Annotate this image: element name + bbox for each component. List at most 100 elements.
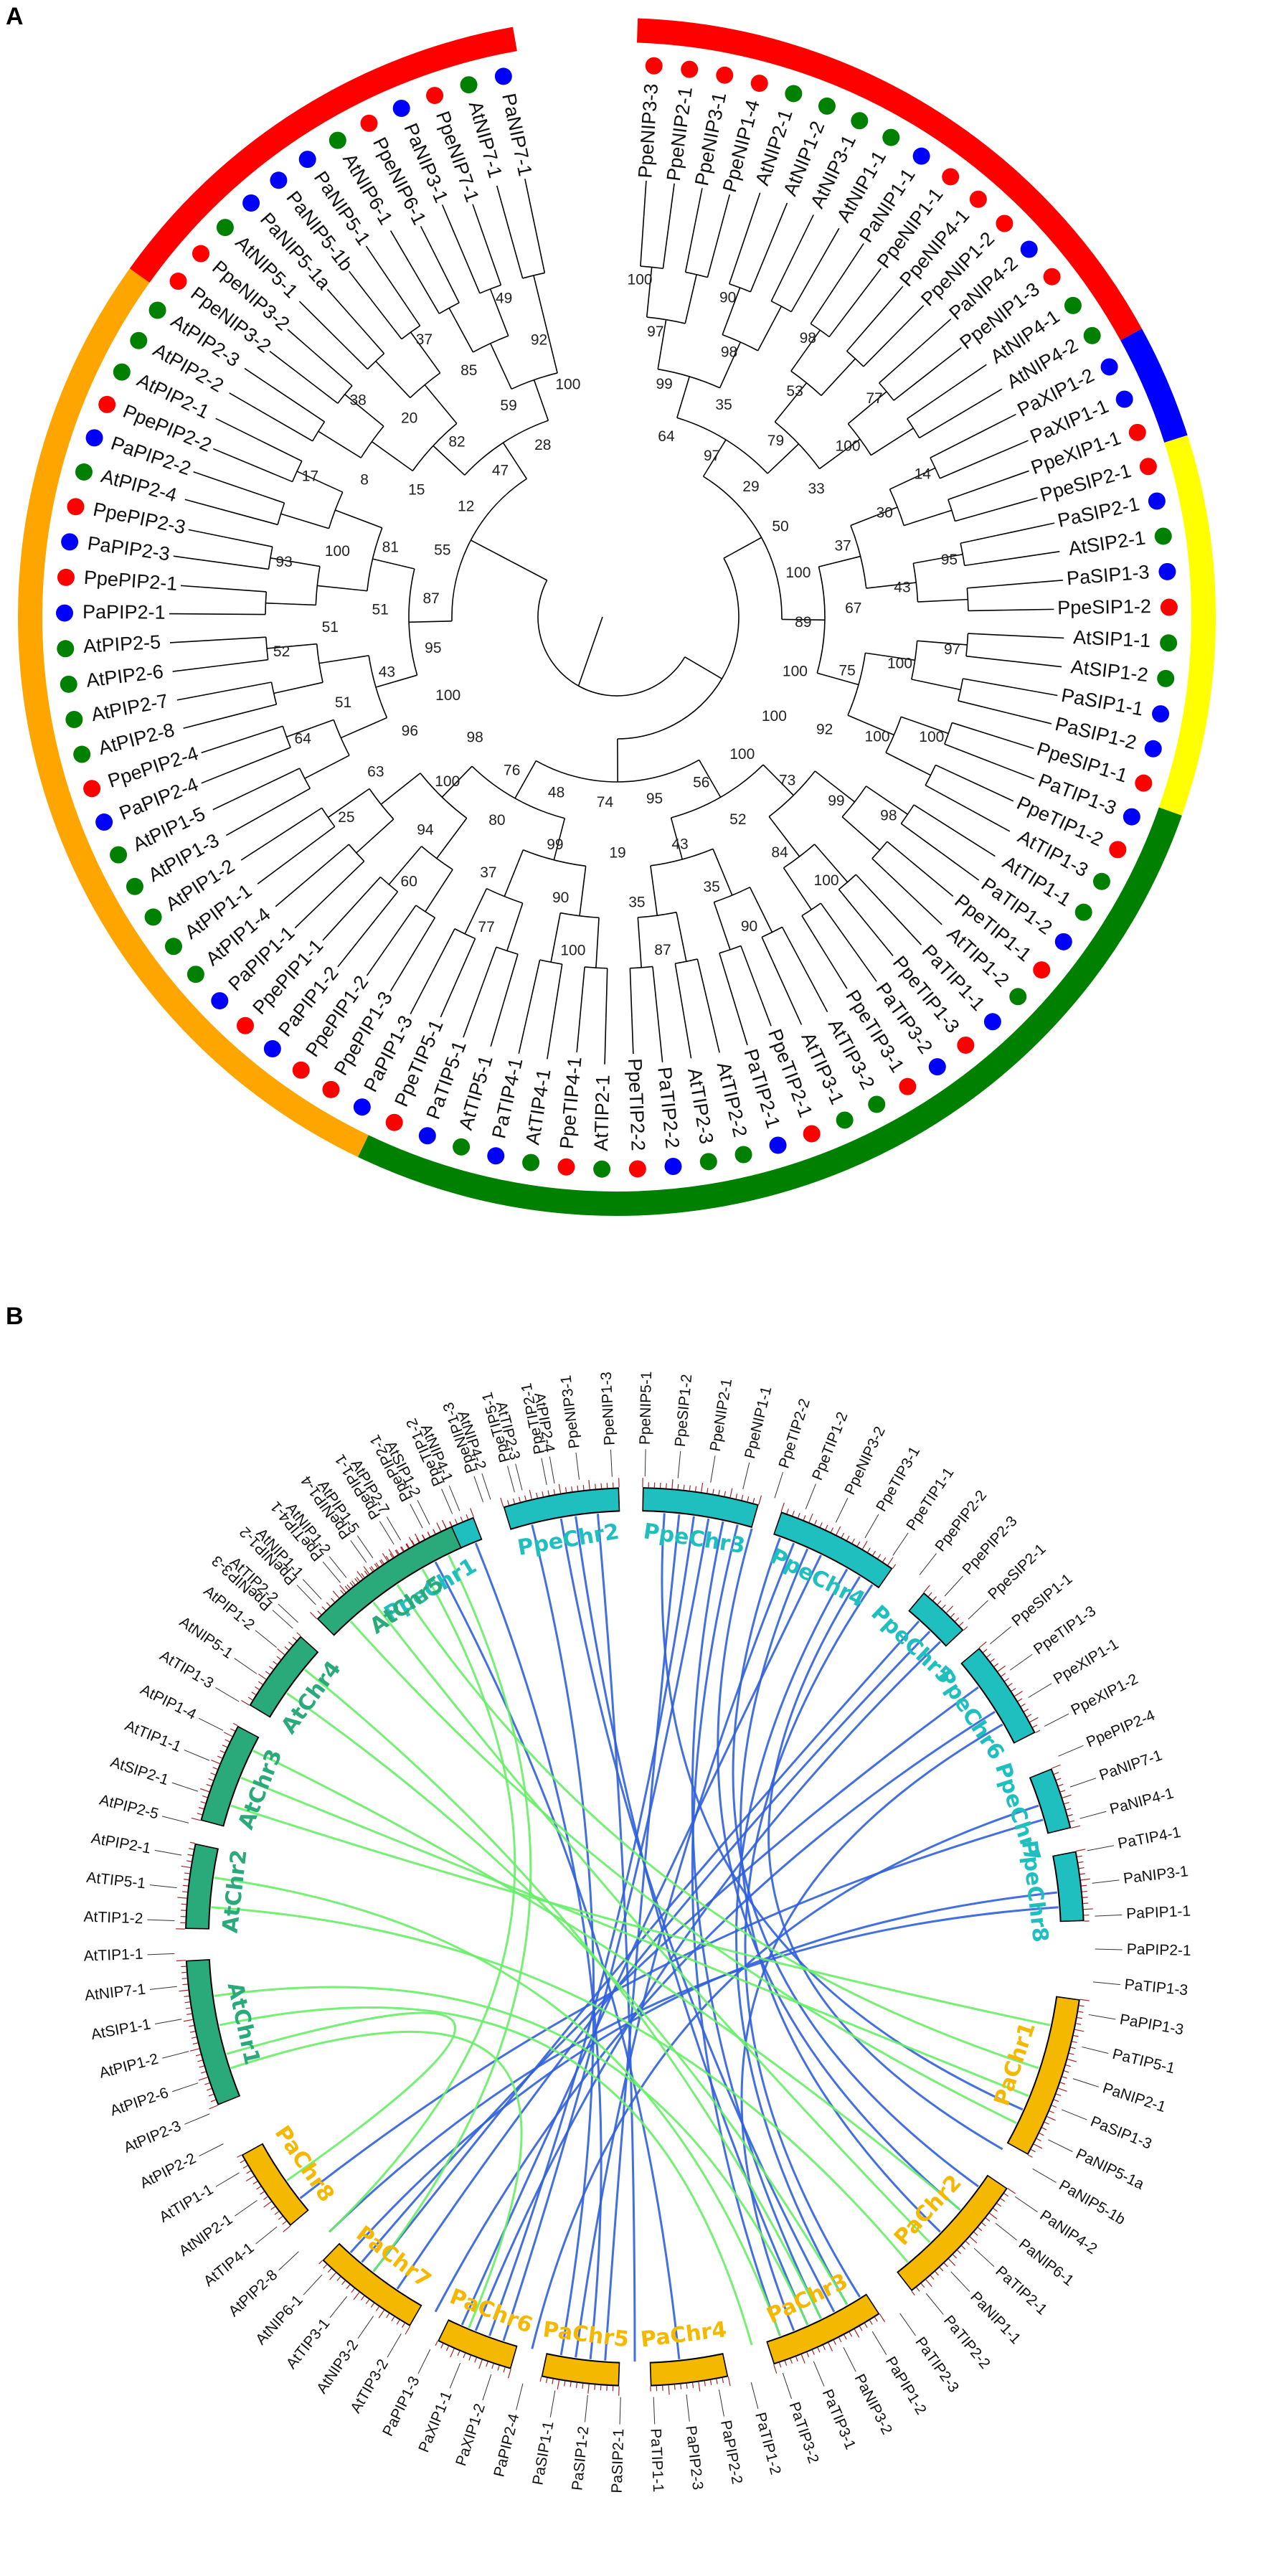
gene-leader	[782, 2372, 792, 2400]
bootstrap-value: 93	[275, 554, 292, 570]
gene-leader	[575, 1452, 580, 1480]
tip-branch	[838, 243, 864, 283]
gene-label: PaPIP1-1	[1126, 1903, 1191, 1922]
tick	[332, 1590, 340, 1598]
gene-leader	[171, 1782, 199, 1792]
chromosome-ppechr3	[643, 1488, 757, 1527]
tick	[1004, 1678, 1009, 1682]
gene-leader	[1092, 1981, 1120, 1986]
gene-leader	[184, 1750, 210, 1761]
branch	[236, 486, 285, 504]
tip-branch	[908, 892, 942, 925]
tick	[877, 1554, 882, 1559]
tick	[747, 1496, 750, 1502]
gene-label: PaTIP4-1	[1117, 1824, 1182, 1852]
tick	[780, 1502, 785, 1512]
tick	[588, 1480, 590, 1490]
branch	[464, 888, 488, 935]
branch-arc	[722, 334, 759, 352]
branch-arc	[486, 887, 523, 904]
branch	[409, 621, 453, 623]
branch	[958, 700, 1008, 714]
branch	[907, 390, 949, 420]
tick	[689, 1485, 691, 1491]
tip-branch	[604, 1018, 607, 1065]
tick	[1073, 2034, 1079, 2037]
tick	[582, 2383, 584, 2389]
tick	[474, 2357, 477, 2363]
tick	[864, 2323, 868, 2329]
gene-leader	[215, 2172, 240, 2187]
tick	[709, 2379, 712, 2386]
gene-leader	[944, 1575, 963, 1597]
chromosome-pachr8	[243, 2144, 308, 2224]
bootstrap-value: 35	[704, 879, 720, 895]
gene-leader	[871, 2331, 887, 2355]
tick	[396, 2319, 400, 2325]
tick	[844, 2334, 847, 2340]
species-dot	[664, 1157, 682, 1175]
species-dot	[83, 780, 101, 798]
gene-leader	[147, 1953, 175, 1955]
tick	[1082, 1890, 1087, 1892]
gene-label: AtPIP2-3	[121, 2118, 183, 2156]
tick	[181, 1865, 191, 1869]
gene-leader	[995, 2222, 1017, 2241]
branch	[818, 555, 861, 567]
synteny-link-ppe	[488, 1516, 695, 2336]
branch	[699, 759, 722, 798]
species-dot	[1160, 598, 1178, 616]
branch	[528, 959, 541, 1009]
species-dot	[95, 813, 113, 831]
branch	[327, 860, 365, 897]
tick	[206, 2087, 212, 2091]
tick	[260, 2191, 265, 2195]
branch	[595, 917, 600, 968]
gene-leader	[329, 2296, 348, 2318]
chromosome-label: PpeChr3	[642, 1519, 747, 1559]
tick	[508, 2369, 511, 2379]
branch	[828, 296, 860, 338]
tip-branch	[349, 270, 372, 300]
tip-branch	[986, 440, 1029, 460]
tick	[230, 1728, 235, 1732]
bootstrap-value: 76	[504, 762, 520, 778]
branch	[579, 966, 585, 1017]
bootstrap-value: 63	[367, 763, 384, 780]
gene-leader	[235, 2199, 257, 2217]
tick	[341, 2280, 346, 2285]
synteny-link-ppe	[735, 1568, 849, 2306]
branch	[227, 704, 277, 718]
tick	[237, 2154, 242, 2158]
chromosome-label: AtChr2	[218, 1849, 252, 1935]
tip-branch	[440, 984, 456, 1018]
tick	[701, 1482, 704, 1492]
tick	[246, 2170, 251, 2174]
tick	[989, 2212, 998, 2219]
bootstrap-value: 98	[467, 729, 483, 745]
species-dot	[418, 1127, 436, 1145]
tick	[375, 1562, 379, 1567]
branch-arc	[560, 912, 600, 919]
synteny-link-ppe	[434, 1711, 996, 2313]
branch	[847, 391, 887, 425]
tick	[1076, 1849, 1086, 1851]
tip-branch	[183, 716, 228, 730]
chromosome-label: PaChr4	[639, 2317, 728, 2352]
species-dot	[353, 1098, 371, 1116]
branch-arc	[907, 418, 920, 438]
tick	[199, 1807, 204, 1810]
bootstrap-value: 87	[654, 942, 671, 958]
synteny-link-at	[349, 1620, 1017, 2124]
branch-arc	[337, 385, 353, 404]
gene-label: PpeNIP5-1	[637, 1371, 655, 1445]
tick	[1026, 1714, 1032, 1717]
tick	[806, 2352, 810, 2357]
tick	[186, 1860, 192, 1862]
tick	[867, 1547, 871, 1552]
tick	[846, 1535, 850, 1541]
tick	[351, 2288, 355, 2293]
tick	[427, 1532, 430, 1537]
tick	[529, 1489, 532, 1499]
branch	[310, 844, 349, 877]
